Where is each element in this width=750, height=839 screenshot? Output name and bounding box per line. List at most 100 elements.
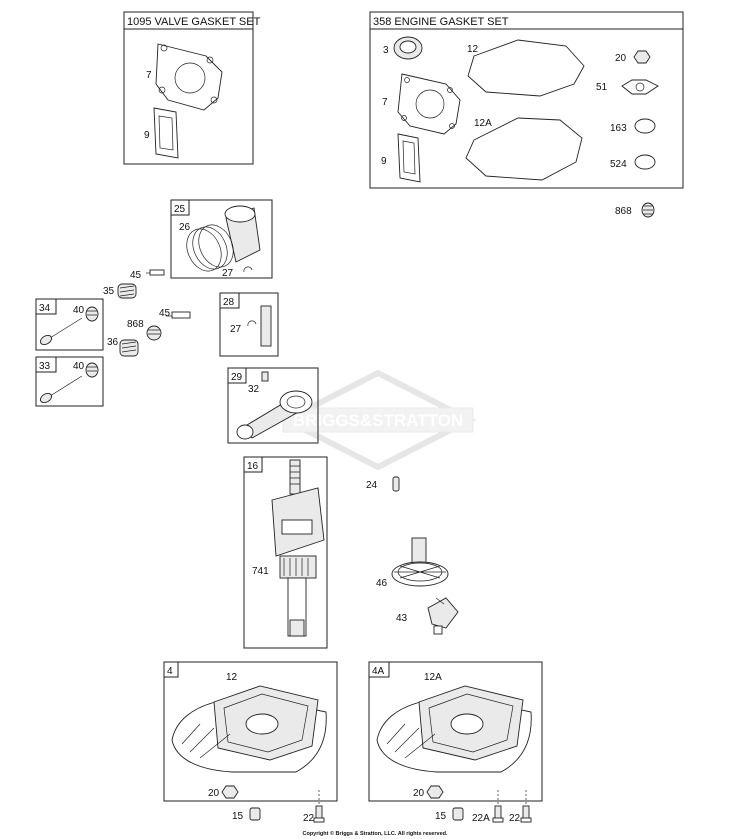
rod-bolt	[261, 371, 269, 382]
label-12: 12	[467, 44, 479, 55]
sump-bolt-left	[313, 790, 325, 823]
camshaft-gear	[391, 537, 449, 587]
label-22a: 22A	[472, 813, 490, 824]
engine-head-gasket	[397, 73, 461, 135]
label-24: 24	[366, 480, 378, 491]
valve-rotator-33	[85, 362, 99, 378]
sump-alt-nut	[426, 785, 444, 799]
sump-alt-tag: 4A	[372, 666, 385, 677]
label-40-intake: 40	[73, 361, 85, 372]
label-27-pin: 27	[230, 324, 242, 335]
valve-retainer-lower	[166, 311, 191, 319]
label-163: 163	[610, 123, 627, 134]
label-15-left: 15	[232, 811, 244, 822]
connecting-rod	[236, 390, 313, 440]
intake-valve-tag: 33	[39, 361, 51, 372]
label-45-lower: 45	[159, 308, 171, 319]
sump-nut	[221, 785, 239, 799]
sump-bolt-right	[520, 790, 532, 823]
connecting-rod-panel: 29 32	[227, 367, 319, 444]
engine-gasket-set-panel: 358 ENGINE GASKET SET 3 7 9 12 12A 20	[369, 11, 684, 189]
label-40-exhaust: 40	[73, 305, 85, 316]
pin-clip	[247, 320, 257, 327]
label-12a-sump: 12A	[424, 672, 442, 683]
piston-assembly-panel: 25 26 27	[170, 199, 273, 279]
label-741: 741	[252, 566, 269, 577]
piston-pin	[260, 305, 272, 347]
crankshaft-panel: 16 741	[243, 456, 328, 649]
o-ring-524	[634, 154, 656, 170]
label-868-left: 868	[127, 319, 144, 330]
intake-valve	[39, 375, 83, 404]
valve-spring-35	[117, 283, 137, 299]
sump-gasket	[467, 39, 585, 97]
retaining-clip	[243, 266, 253, 273]
label-868-right: 868	[615, 206, 632, 217]
label-32: 32	[248, 384, 260, 395]
label-20: 20	[615, 53, 627, 64]
label-36: 36	[107, 337, 119, 348]
label-27: 27	[222, 268, 234, 279]
copyright-notice: Copyright © Briggs & Stratton, LLC. All …	[302, 830, 448, 837]
sump-tag: 4	[167, 666, 173, 677]
valve-rotator-34	[85, 306, 99, 322]
sump-bolt-22a	[492, 790, 504, 823]
label-26: 26	[179, 222, 191, 233]
drain-plug-left	[249, 807, 261, 821]
valve-seal-right	[641, 202, 655, 218]
oil-seal	[393, 36, 423, 60]
piston-rings	[186, 224, 234, 272]
label-20-sump: 20	[208, 788, 220, 799]
label-35: 35	[103, 286, 115, 297]
label-51: 51	[596, 82, 608, 93]
cylinder-head-gasket	[155, 43, 223, 111]
label-524: 524	[610, 159, 627, 170]
piston-pin-panel: 28 27	[219, 292, 279, 357]
valve-cover-gasket	[153, 107, 179, 159]
intake-gasket	[621, 79, 659, 95]
piston	[224, 205, 261, 263]
engine-gasket-set-title: 358 ENGINE GASKET SET	[373, 16, 509, 28]
crankcase-sump-alt	[376, 685, 532, 773]
drain-plug-right	[452, 807, 464, 821]
label-9b: 9	[381, 156, 387, 167]
label-22-right: 22	[509, 813, 521, 824]
exhaust-valve-panel: 34 40	[35, 298, 104, 351]
label-7b: 7	[382, 97, 388, 108]
label-46: 46	[376, 578, 388, 589]
exhaust-valve	[39, 317, 83, 346]
crankshaft	[271, 459, 325, 637]
hex-nut	[633, 50, 651, 64]
label-20-sump-alt: 20	[413, 788, 425, 799]
label-15-right: 15	[435, 811, 447, 822]
valve-seal-left	[146, 325, 162, 341]
crankshaft-tag: 16	[247, 461, 259, 472]
sump-panel: 4 12 20	[163, 661, 338, 802]
engine-valve-cover-gasket	[397, 133, 421, 183]
valve-gasket-set-panel: 1095 VALVE GASKET SET 7 9	[123, 11, 261, 165]
valve-gasket-set-title: 1095 VALVE GASKET SET	[127, 16, 261, 28]
connecting-rod-tag: 29	[231, 372, 243, 383]
piston-pin-tag: 28	[223, 297, 235, 308]
label-45-upper: 45	[130, 270, 142, 281]
crankcase-sump	[171, 685, 327, 773]
dowel-pin	[392, 476, 400, 492]
o-ring-163	[634, 118, 656, 134]
label-43: 43	[396, 613, 408, 624]
valve-spring-36	[119, 339, 139, 357]
sump-gasket-alt	[465, 117, 583, 181]
piston-tag: 25	[174, 204, 186, 215]
watermark-text: BRIGGS&STRATTON	[293, 411, 463, 430]
label-9: 9	[144, 130, 150, 141]
valve-retainer-upper	[146, 269, 165, 276]
label-12-sump: 12	[226, 672, 238, 683]
governor-assembly	[427, 597, 459, 635]
sump-alt-panel: 4A 12A 20	[368, 661, 543, 802]
label-22-left: 22	[303, 813, 315, 824]
label-3: 3	[383, 45, 389, 56]
exhaust-valve-tag: 34	[39, 303, 51, 314]
label-7: 7	[146, 70, 152, 81]
briggs-stratton-watermark-logo: BRIGGS&STRATTON	[279, 369, 477, 471]
label-12a: 12A	[474, 118, 492, 129]
